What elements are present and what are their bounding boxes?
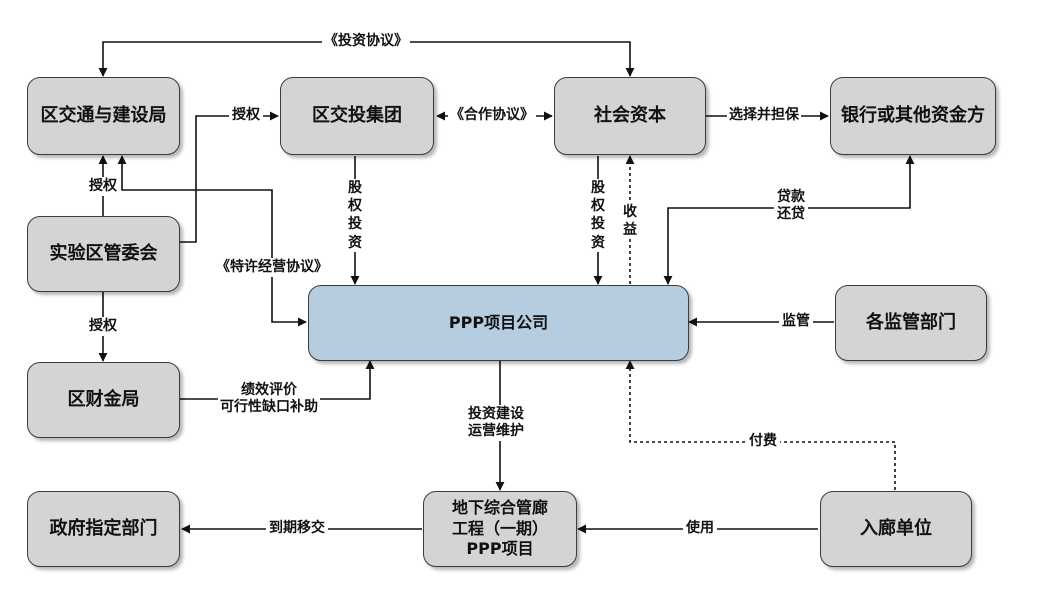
label-pay-fee: 付费 [746, 433, 780, 450]
label-cooperation-agreement: 《合作协议》 [448, 107, 536, 124]
label-investment-agreement: 《投资协议》 [322, 33, 410, 50]
node-management-committee: 实验区管委会 [27, 216, 180, 292]
project-line-3: PPP项目 [466, 539, 534, 559]
label-build-operate: 投资建设 运营维护 [466, 405, 526, 441]
label-repay: 还贷 [777, 205, 805, 222]
project-line-1: 地下综合管廊 [451, 498, 548, 518]
node-district-transport-bureau: 区交通与建设局 [27, 77, 180, 155]
label-supervise: 监管 [779, 313, 813, 330]
label-revenue: 收益 [622, 203, 638, 240]
node-project: 地下综合管廊 工程（一期） PPP项目 [423, 491, 577, 567]
node-district-invest-group: 区交投集团 [280, 77, 434, 155]
edge-franchise-agreement [117, 155, 307, 327]
label-franchise-agreement: 《特许经营协议》 [214, 258, 330, 277]
edge-pay-fee [625, 360, 896, 490]
label-authorize-down: 授权 [87, 317, 119, 336]
label-equity-social: 股权投资 [590, 179, 606, 252]
label-equity-group: 股权投资 [347, 179, 363, 252]
label-performance-subsidy: 绩效评价 可行性缺口补助 [218, 381, 320, 417]
edge-authorize-group [180, 111, 279, 243]
node-regulators: 各监管部门 [835, 285, 987, 361]
node-tenants: 入廊单位 [820, 491, 972, 567]
label-performance: 绩效评价 [241, 382, 297, 398]
node-banks: 银行或其他资金方 [830, 77, 996, 155]
label-use: 使用 [683, 520, 717, 537]
label-build-line-1: 投资建设 [468, 406, 524, 422]
label-authorize-up: 授权 [87, 177, 119, 196]
node-ppp-company: PPP项目公司 [308, 285, 689, 361]
project-line-2: 工程（一期） [451, 518, 548, 538]
label-loan: 贷款 [777, 189, 805, 205]
node-gov-departments: 政府指定部门 [27, 491, 180, 567]
node-social-capital: 社会资本 [554, 77, 706, 155]
label-authorize-group: 授权 [229, 107, 263, 124]
label-subsidy: 可行性缺口补助 [220, 398, 318, 415]
label-select-guarantee: 选择并担保 [727, 107, 801, 124]
label-handover: 到期移交 [266, 520, 328, 537]
node-finance-bureau: 区财金局 [27, 362, 180, 438]
label-loan-repay: 贷款 还贷 [774, 188, 808, 224]
label-build-line-2: 运营维护 [468, 422, 524, 439]
